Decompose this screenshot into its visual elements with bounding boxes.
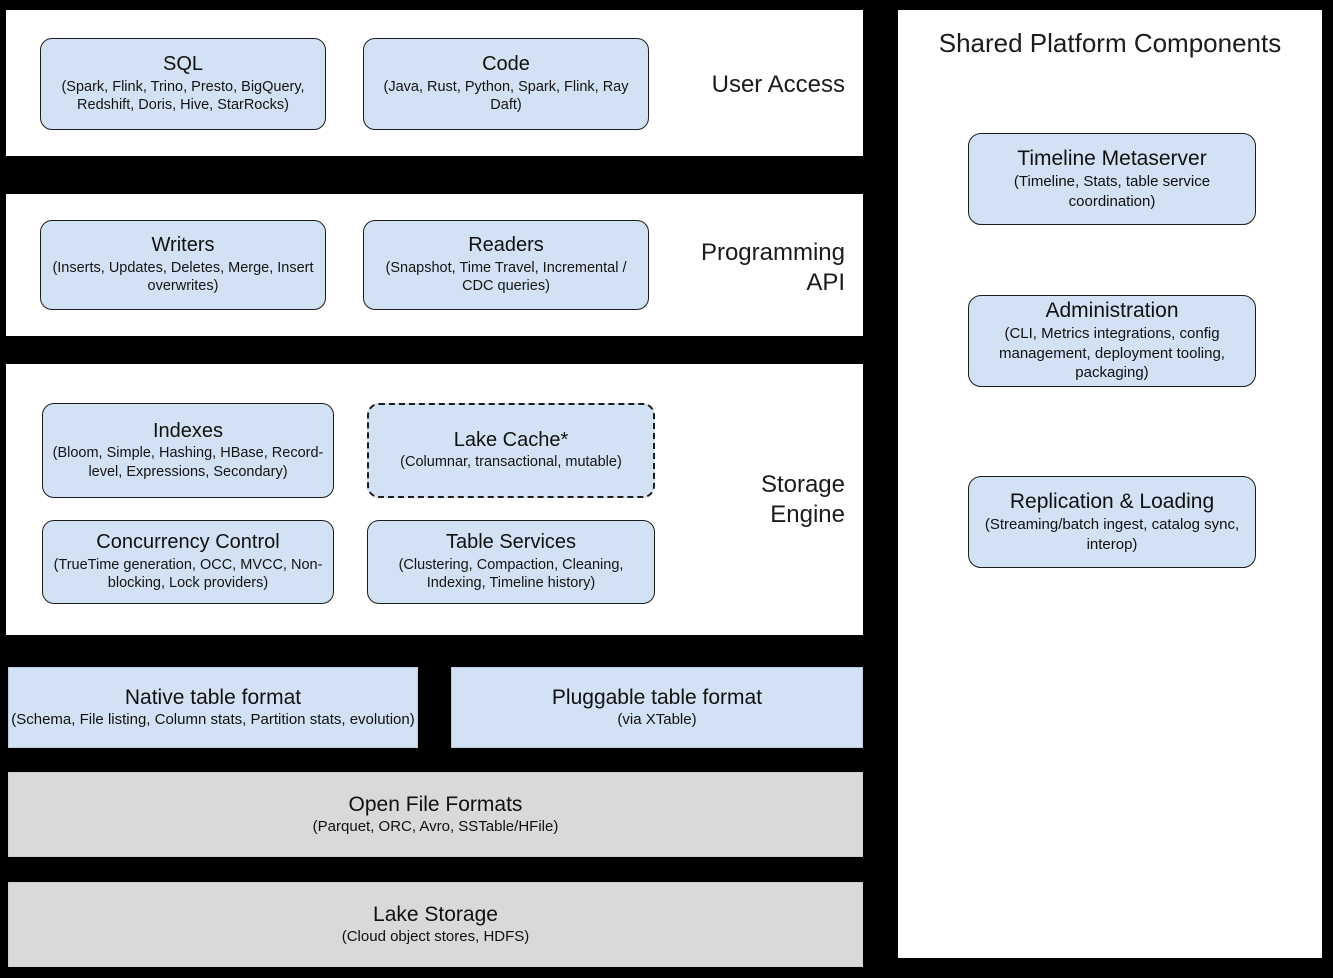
box-replication-loading[interactable]: Replication & Loading (Streaming/batch i…: [968, 476, 1256, 568]
box-indexes[interactable]: Indexes (Bloom, Simple, Hashing, HBase, …: [42, 403, 334, 498]
box-administration[interactable]: Administration (CLI, Metrics integration…: [968, 295, 1256, 387]
open-file-formats-subtitle: (Parquet, ORC, Avro, SSTable/HFile): [312, 818, 559, 836]
box-code-title: Code: [482, 53, 530, 76]
box-table-services[interactable]: Table Services (Clustering, Compaction, …: [367, 520, 655, 604]
box-concurrency-control[interactable]: Concurrency Control (TrueTime generation…: [42, 520, 334, 604]
box-readers[interactable]: Readers (Snapshot, Time Travel, Incremen…: [363, 220, 649, 310]
box-lake-cache-title: Lake Cache*: [453, 429, 569, 452]
box-indexes-subtitle: (Bloom, Simple, Hashing, HBase, Record-l…: [52, 445, 324, 480]
pluggable-table-format-title: Pluggable table format: [551, 685, 763, 709]
shared-platform-components-panel: Shared Platform Components Timeline Meta…: [898, 10, 1322, 958]
box-native-table-format[interactable]: Native table format (Schema, File listin…: [8, 667, 418, 748]
box-readers-subtitle: (Snapshot, Time Travel, Incremental / CD…: [385, 259, 627, 295]
band-label-programming-api: Programming API: [700, 239, 845, 296]
box-writers-subtitle: (Inserts, Updates, Deletes, Merge, Inser…: [52, 259, 314, 295]
timeline-metaserver-subtitle: (Timeline, Stats, table service coordina…: [1013, 173, 1211, 210]
shared-platform-components-heading: Shared Platform Components: [938, 28, 1282, 58]
native-table-format-subtitle: (Schema, File listing, Column stats, Par…: [11, 711, 415, 729]
native-table-format-title: Native table format: [124, 685, 302, 709]
box-writers[interactable]: Writers (Inserts, Updates, Deletes, Merg…: [40, 220, 326, 310]
box-table-services-subtitle: (Clustering, Compaction, Cleaning, Index…: [398, 556, 624, 592]
band-label-user-access: User Access: [711, 71, 845, 98]
pluggable-table-format-subtitle: (via XTable): [617, 711, 697, 729]
box-concurrency-control-subtitle: (TrueTime generation, OCC, MVCC, Non-blo…: [53, 556, 323, 592]
box-open-file-formats[interactable]: Open File Formats (Parquet, ORC, Avro, S…: [8, 772, 863, 857]
band-user-access: SQL (Spark, Flink, Trino, Presto, BigQue…: [6, 10, 863, 156]
box-writers-title: Writers: [151, 234, 215, 257]
box-code[interactable]: Code (Java, Rust, Python, Spark, Flink, …: [363, 38, 649, 130]
box-sql-subtitle: (Spark, Flink, Trino, Presto, BigQuery, …: [61, 78, 305, 114]
box-indexes-title: Indexes: [152, 419, 224, 442]
open-file-formats-title: Open File Formats: [348, 792, 523, 816]
lake-storage-title: Lake Storage: [373, 902, 498, 926]
band-storage-engine: Indexes (Bloom, Simple, Hashing, HBase, …: [6, 364, 863, 635]
box-pluggable-table-format[interactable]: Pluggable table format (via XTable): [451, 667, 863, 748]
box-readers-title: Readers: [468, 234, 544, 257]
replication-loading-title: Replication & Loading: [1009, 489, 1215, 513]
box-sql-title: SQL: [162, 53, 204, 76]
administration-subtitle: (CLI, Metrics integrations, config manag…: [999, 325, 1225, 382]
administration-title: Administration: [1045, 299, 1179, 323]
box-code-subtitle: (Java, Rust, Python, Spark, Flink, Ray D…: [383, 78, 629, 114]
box-lake-cache[interactable]: Lake Cache* (Columnar, transactional, mu…: [367, 403, 655, 498]
timeline-metaserver-title: Timeline Metaserver: [1017, 146, 1207, 170]
box-concurrency-control-title: Concurrency Control: [96, 531, 280, 554]
box-table-services-title: Table Services: [445, 531, 577, 554]
box-timeline-metaserver[interactable]: Timeline Metaserver (Timeline, Stats, ta…: [968, 133, 1256, 225]
lake-storage-subtitle: (Cloud object stores, HDFS): [341, 928, 530, 946]
band-programming-api: Writers (Inserts, Updates, Deletes, Merg…: [6, 194, 863, 336]
box-sql[interactable]: SQL (Spark, Flink, Trino, Presto, BigQue…: [40, 38, 326, 130]
box-lake-cache-subtitle: (Columnar, transactional, mutable): [400, 454, 622, 471]
box-lake-storage[interactable]: Lake Storage (Cloud object stores, HDFS): [8, 882, 863, 967]
replication-loading-subtitle: (Streaming/batch ingest, catalog sync, i…: [984, 516, 1240, 553]
band-label-storage-engine: Storage Engine: [760, 471, 845, 528]
